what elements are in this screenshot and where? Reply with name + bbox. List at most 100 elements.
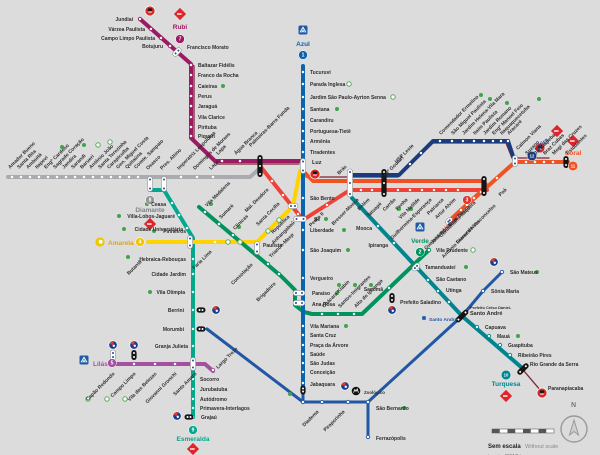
line-badge-10 <box>500 369 512 381</box>
station-dot-coral <box>550 159 556 165</box>
future-station-icon <box>390 94 396 100</box>
station-dot-rubi <box>188 114 194 120</box>
station-dot-safira <box>505 138 511 144</box>
station-dot-diamante <box>194 174 200 180</box>
legend-no-scale-pt: Sem escala <box>488 444 521 450</box>
label-prefeito-saladino: Prefeito Saladino <box>400 300 441 306</box>
transfer-pill <box>287 203 299 209</box>
label-jaragua: Jaraguá <box>198 104 217 110</box>
label-cidade-jardim: Cidade Jardim <box>152 272 187 278</box>
station-dot-diamante <box>9 174 15 180</box>
station-dot-diamante <box>27 174 33 180</box>
bike-parking-icon <box>464 265 468 269</box>
station-dot-azul <box>300 106 306 112</box>
station-dot-diamante <box>18 174 24 180</box>
station-dot-safira <box>481 138 487 144</box>
bike-parking-icon <box>369 283 373 287</box>
label-sao-bernardo: São Bernardo <box>376 406 409 412</box>
terminal-pill <box>381 169 387 197</box>
expresso-train-glyph <box>539 390 545 393</box>
label-vila-prudente: Vila Prudente <box>436 248 468 254</box>
label-paraiso: Paraíso <box>312 291 330 297</box>
terminal-pill <box>563 156 569 168</box>
station-dot-diamante <box>99 174 105 180</box>
station-dot-corredor-abd <box>499 269 505 275</box>
station-dot-lilas <box>172 361 178 367</box>
line-badge-label-3: 3 <box>466 198 469 204</box>
label-praca-da-arvore: Praça da Árvore <box>310 342 349 349</box>
station-dot-safira <box>449 138 455 144</box>
label-luz: Luz <box>312 160 322 166</box>
station-dot-esmeralda <box>190 376 196 382</box>
station-dot-rubi <box>158 35 164 41</box>
station-dot-azul <box>300 369 306 375</box>
transfer-pill <box>187 235 193 249</box>
line-badge-12 <box>526 150 538 162</box>
future-station-icon <box>85 396 91 402</box>
label-berrini: Berrini <box>168 308 185 314</box>
label-parada-inglesa: Parada Inglesa <box>310 82 346 88</box>
cptm-logo-glyph <box>503 395 508 397</box>
transfer-pill <box>172 47 182 57</box>
label-ipiranga: Ipiranga <box>369 243 389 249</box>
line-badge-4 <box>135 237 145 247</box>
station-dot-esmeralda <box>169 200 175 206</box>
north-label: N <box>571 402 577 409</box>
transfer-pill <box>292 300 306 306</box>
label-grajau: Grajaú <box>201 415 217 421</box>
bike-parking-icon <box>82 143 86 147</box>
station-dot-vermelha <box>395 187 401 193</box>
label-jurubatuba: Jurubatuba <box>200 387 227 393</box>
station-dot-turquesa <box>425 277 431 283</box>
station-dot-corredor-abd <box>365 399 371 405</box>
station-dot-verde <box>386 285 392 291</box>
station-dot-azul <box>300 323 306 329</box>
line-badge-label-4: 4 <box>139 240 142 246</box>
north-arrow <box>568 418 580 437</box>
label-piraporinha: Piraporinha <box>323 409 347 433</box>
station-dot-coral <box>523 159 529 165</box>
station-dot-coral <box>458 207 464 213</box>
future-station-icon <box>225 239 231 245</box>
line-badge-label-12: 12 <box>530 154 535 159</box>
transfer-pill <box>512 155 518 167</box>
label-vila-madalena: Vila Madalena <box>204 181 232 209</box>
bike-parking-icon <box>324 217 328 221</box>
label-amarela: Amarela <box>108 240 134 247</box>
transfer-pill <box>300 158 306 174</box>
label-sao-bento: São Bento <box>310 196 335 202</box>
bike-parking-icon <box>397 207 401 211</box>
bike-parking-icon <box>335 291 339 295</box>
station-dot-turquesa <box>435 288 441 294</box>
station-dot-rubi <box>188 83 194 89</box>
station-dot-azul <box>300 81 306 87</box>
label-diadema: Diadema <box>301 409 320 428</box>
line-badge-7 <box>175 34 185 44</box>
label-jundiai: Jundiaí <box>115 17 133 23</box>
emtu-bus-icon-red <box>388 305 393 310</box>
label-vergueiro: Vergueiro <box>310 276 333 282</box>
station-dot-safira <box>437 138 443 144</box>
line-badge-11 <box>567 160 579 172</box>
station-dot-verde <box>351 311 357 317</box>
station-dot-lilas <box>131 361 137 367</box>
station-dot-azul <box>300 149 306 155</box>
station-dot-esmeralda <box>190 343 196 349</box>
label-portuguesa-tiete: Portuguesa-Tietê <box>310 129 351 135</box>
label-diamante: Diamante <box>135 207 165 214</box>
station-dot-vermelha <box>407 187 413 193</box>
line-safira <box>350 139 517 177</box>
emtu-bus-icon-red <box>173 411 178 416</box>
station-dot-vermelha <box>358 187 364 193</box>
transfer-pill <box>110 349 116 361</box>
label-prefeito-celso-daniel: Prefeito Celso Daniel- <box>470 305 512 310</box>
label-franco-da-rocha: Franco da Rocha <box>198 73 239 79</box>
emtu-bus-icon-dot <box>133 344 136 347</box>
bike-parking-icon <box>148 290 152 294</box>
bike-parking-icon <box>479 93 483 97</box>
scale-bar-seg <box>507 429 516 433</box>
label-granja-julieta: Granja Julieta <box>155 344 188 350</box>
legend-no-scale-en: Without scale <box>525 444 559 450</box>
station-dot-diamante <box>117 174 123 180</box>
